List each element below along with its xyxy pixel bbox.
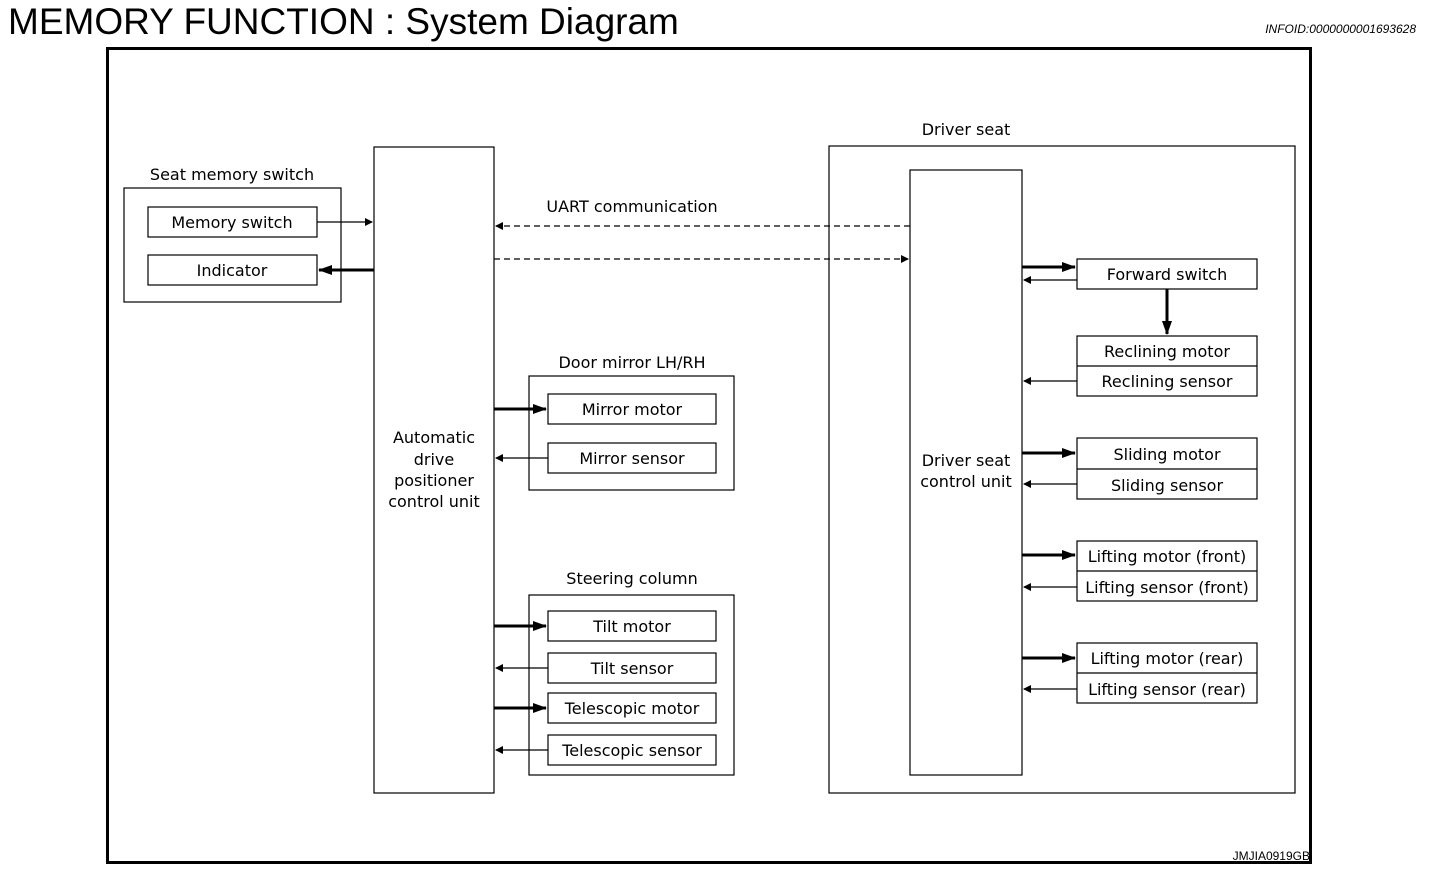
lifting-motor-rear-label: Lifting motor (rear) [1091, 649, 1244, 668]
seat-memory-switch-label: Seat memory switch [150, 165, 314, 184]
reclining-motor-label: Reclining motor [1104, 342, 1230, 361]
door-mirror-label: Door mirror LH/RH [558, 353, 705, 372]
driver-seat-unit-line-1: Driver seat [922, 451, 1011, 470]
adp-unit-line-3: positioner [394, 471, 474, 490]
tilt-motor-box [547, 610, 717, 642]
info-id: INFOID:0000000001693628 [1265, 22, 1416, 36]
tilt-motor-label: Tilt motor [592, 617, 671, 636]
seat-memory-switch-group [123, 187, 342, 303]
driver-seat-control-unit-box [909, 169, 1023, 776]
reclining-sensor-label: Reclining sensor [1102, 372, 1233, 391]
driver-seat-group [828, 145, 1296, 794]
telescopic-sensor-label: Telescopic sensor [561, 741, 702, 760]
door-mirror-group [528, 375, 735, 491]
uart-communication-label: UART communication [546, 197, 717, 216]
diagram-frame [106, 47, 1312, 864]
adp-unit-line-2: drive [414, 450, 455, 469]
driver-seat-label: Driver seat [922, 120, 1011, 139]
lifting-sensor-rear-label: Lifting sensor (rear) [1088, 680, 1246, 699]
mirror-motor-box [547, 393, 717, 425]
tilt-sensor-label: Tilt sensor [590, 659, 674, 678]
figure-reference: JMJIA0919GB [1232, 849, 1310, 863]
lifting-sensor-front-label: Lifting sensor (front) [1085, 578, 1248, 597]
driver-seat-unit-line-2: control unit [920, 472, 1012, 491]
steering-column-label: Steering column [566, 569, 697, 588]
memory-switch-label: Memory switch [171, 213, 292, 232]
indicator-label: Indicator [197, 261, 268, 280]
mirror-motor-label: Mirror motor [582, 400, 683, 419]
steering-column-group [528, 594, 735, 776]
indicator-box [147, 254, 318, 286]
page-title: MEMORY FUNCTION : System Diagram [8, 1, 679, 42]
adp-unit-line-4: control unit [388, 492, 480, 511]
adp-unit-line-1: Automatic [393, 428, 475, 447]
telescopic-motor-label: Telescopic motor [564, 699, 700, 718]
sliding-sensor-label: Sliding sensor [1111, 476, 1223, 495]
sliding-motor-label: Sliding motor [1113, 445, 1220, 464]
forward-switch-label: Forward switch [1107, 265, 1228, 284]
adp-control-unit-box [373, 146, 495, 794]
lifting-motor-front-label: Lifting motor (front) [1088, 547, 1246, 566]
telescopic-motor-box [547, 692, 717, 724]
mirror-sensor-label: Mirror sensor [579, 449, 685, 468]
